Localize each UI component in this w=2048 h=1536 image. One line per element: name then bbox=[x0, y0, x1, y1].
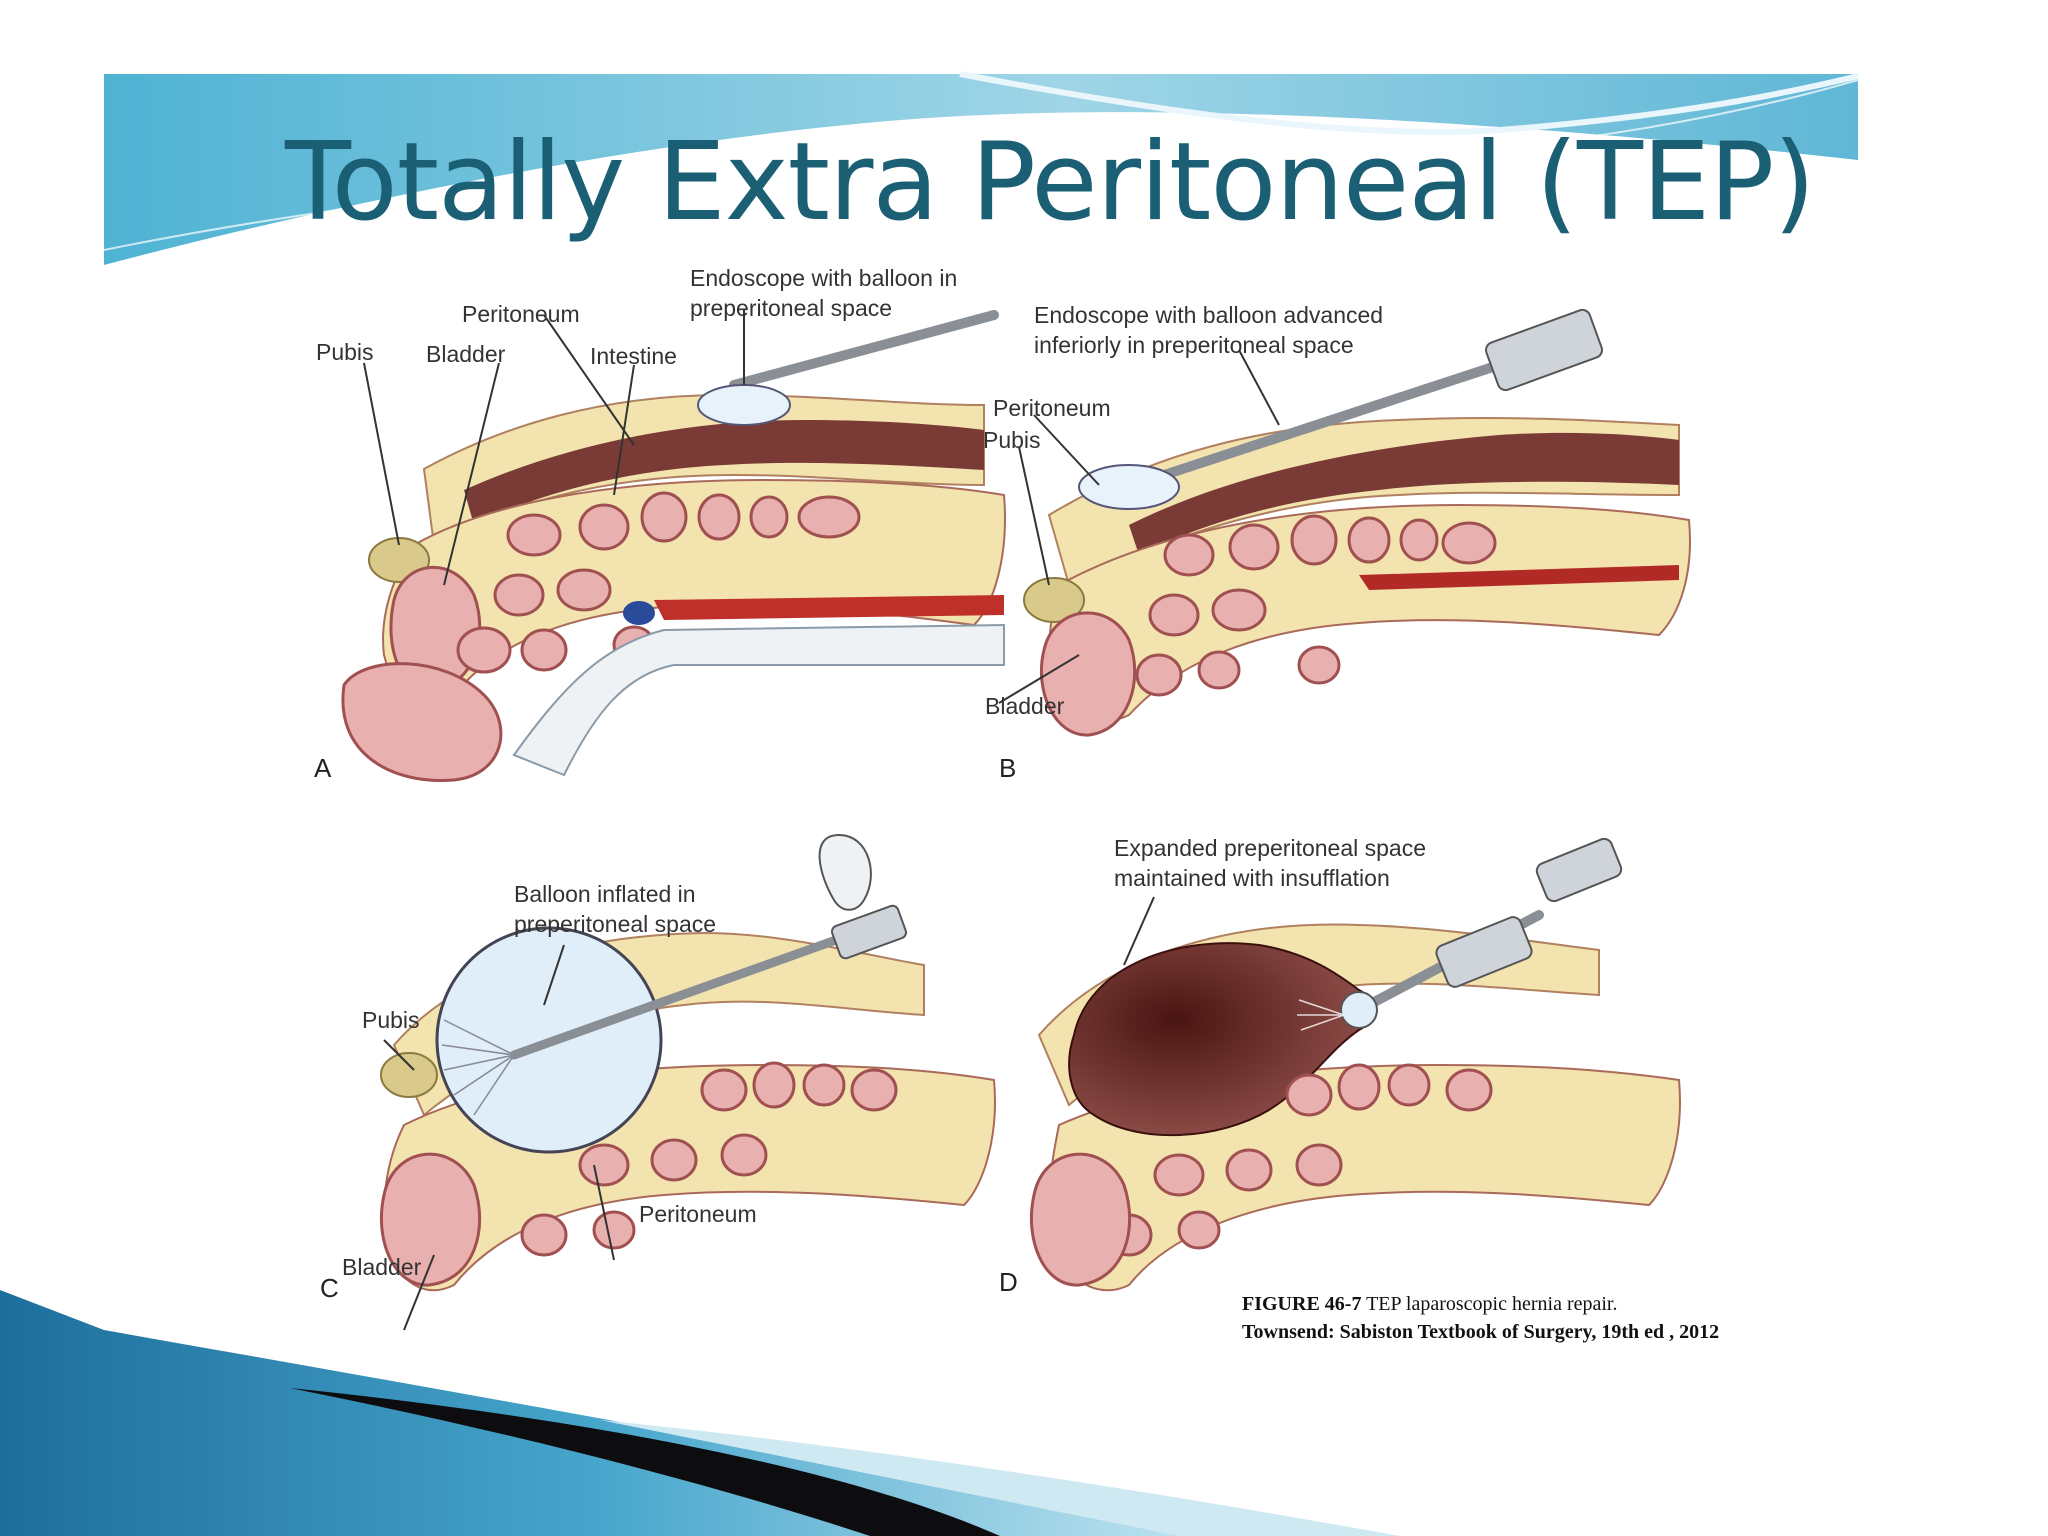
panel-c-illustration bbox=[379, 833, 996, 1331]
panel-a-aorta bbox=[654, 595, 1004, 620]
panel-d: Expanded preperitoneal space maintained … bbox=[979, 815, 1699, 1345]
panel-b-endoscope-handle bbox=[1485, 308, 1603, 392]
panel-c-bladder bbox=[379, 1152, 482, 1287]
top-wave-line bbox=[103, 79, 1859, 251]
panel-b-preperitoneal-cavity bbox=[1129, 432, 1679, 555]
panel-c-balloon-folds bbox=[441, 1019, 515, 1116]
panel-a-label-peritoneum: Peritoneum bbox=[462, 301, 580, 327]
panel-a-spine bbox=[512, 623, 1005, 777]
bottom-light-swoosh bbox=[600, 1420, 1400, 1536]
panel-a-endoscope-shaft bbox=[729, 310, 999, 390]
caption-line-1: FIGURE 46-7 TEP laparoscopic hernia repa… bbox=[1242, 1290, 1719, 1318]
panel-c-pubis-bone bbox=[380, 1052, 438, 1098]
panel-d-trocar-handle bbox=[1435, 916, 1533, 988]
panel-b-illustration bbox=[998, 308, 1691, 737]
panel-a-leader-lines bbox=[363, 310, 745, 586]
panel-b-vessel bbox=[1359, 565, 1679, 590]
panel-d-leader-line bbox=[1123, 896, 1155, 966]
panel-c-label-pubis: Pubis bbox=[362, 1007, 420, 1033]
panel-b-label-endoscope: Endoscope with balloon advanced inferior… bbox=[1034, 302, 1384, 358]
bottom-dark-swoosh bbox=[290, 1388, 1000, 1536]
panel-b-pubis-bone bbox=[1023, 577, 1085, 623]
panel-a-endoscope-balloon bbox=[697, 384, 791, 426]
panel-c-intestine-loops bbox=[520, 1061, 898, 1257]
panel-d-insufflation-port bbox=[1535, 837, 1623, 903]
top-wave-highlight bbox=[959, 71, 1859, 135]
panel-a-illustration bbox=[341, 310, 1006, 783]
panel-a-label-endoscope: Endoscope with balloon in preperitoneal … bbox=[690, 265, 958, 321]
panel-a-vein bbox=[623, 601, 655, 625]
caption-figure-text: TEP laparoscopic hernia repair. bbox=[1361, 1293, 1618, 1315]
panel-b-label-peritoneum: Peritoneum bbox=[993, 395, 1111, 421]
panel-a-label-bladder: Bladder bbox=[426, 341, 506, 367]
panel-b: Endoscope with balloon advanced inferior… bbox=[979, 255, 1699, 785]
panel-b-leader-lines bbox=[998, 349, 1280, 704]
caption-figure-label: FIGURE 46-7 bbox=[1242, 1293, 1362, 1315]
caption-source: Townsend: Sabiston Textbook of Surgery, … bbox=[1242, 1321, 1720, 1343]
panel-d-intestine-loops bbox=[1105, 1063, 1493, 1257]
figure-caption: FIGURE 46-7 TEP laparoscopic hernia repa… bbox=[1242, 1290, 1719, 1346]
panel-a-label-pubis: Pubis bbox=[316, 339, 374, 365]
panel-c-label-balloon: Balloon inflated in preperitoneal space bbox=[514, 881, 717, 937]
top-wave-band bbox=[104, 74, 1858, 265]
panel-a-rectum bbox=[341, 662, 503, 783]
panel-c-label-peritoneum: Peritoneum bbox=[639, 1201, 757, 1227]
panel-c-leader-lines bbox=[383, 944, 615, 1331]
panel-b-endoscope-shaft bbox=[1144, 360, 1504, 485]
figure-area: Pubis Peritoneum Bladder Intestine Endos… bbox=[104, 255, 1858, 1387]
panel-c-letter: C bbox=[320, 1273, 339, 1303]
panel-c-endoscope-handle bbox=[830, 904, 908, 960]
bottom-wave-band bbox=[0, 1290, 1200, 1536]
panel-c: Balloon inflated in preperitoneal space … bbox=[304, 815, 1024, 1345]
panel-c-label-bladder: Bladder bbox=[342, 1254, 422, 1280]
panel-c-inflation-bulb bbox=[818, 833, 872, 911]
panel-a-letter: A bbox=[314, 753, 332, 783]
panel-b-letter: B bbox=[999, 753, 1017, 783]
panel-d-trocar-tip bbox=[1340, 991, 1378, 1029]
panel-b-label-bladder: Bladder bbox=[985, 693, 1065, 719]
panel-a-intestine-loops bbox=[456, 491, 861, 674]
panel-b-endoscope-balloon bbox=[1078, 464, 1180, 510]
panel-b-label-pubis: Pubis bbox=[983, 427, 1041, 453]
panel-d-illustration bbox=[1029, 837, 1681, 1292]
panel-d-bladder bbox=[1029, 1152, 1132, 1287]
panel-c-endoscope-shaft bbox=[509, 925, 869, 1060]
panel-d-gas-flow bbox=[1297, 999, 1345, 1031]
panel-b-intestine-loops bbox=[1135, 514, 1497, 697]
panel-d-label-expanded: Expanded preperitoneal space maintained … bbox=[1114, 835, 1427, 891]
panel-a: Pubis Peritoneum Bladder Intestine Endos… bbox=[304, 255, 1024, 785]
panel-b-bladder bbox=[1039, 611, 1137, 737]
panel-a-label-intestine: Intestine bbox=[590, 343, 677, 369]
panel-d-letter: D bbox=[999, 1267, 1018, 1297]
slide-title: Totally Extra Peritoneal (TEP) bbox=[285, 120, 1815, 245]
panel-a-preperitoneal-cavity bbox=[464, 420, 984, 525]
